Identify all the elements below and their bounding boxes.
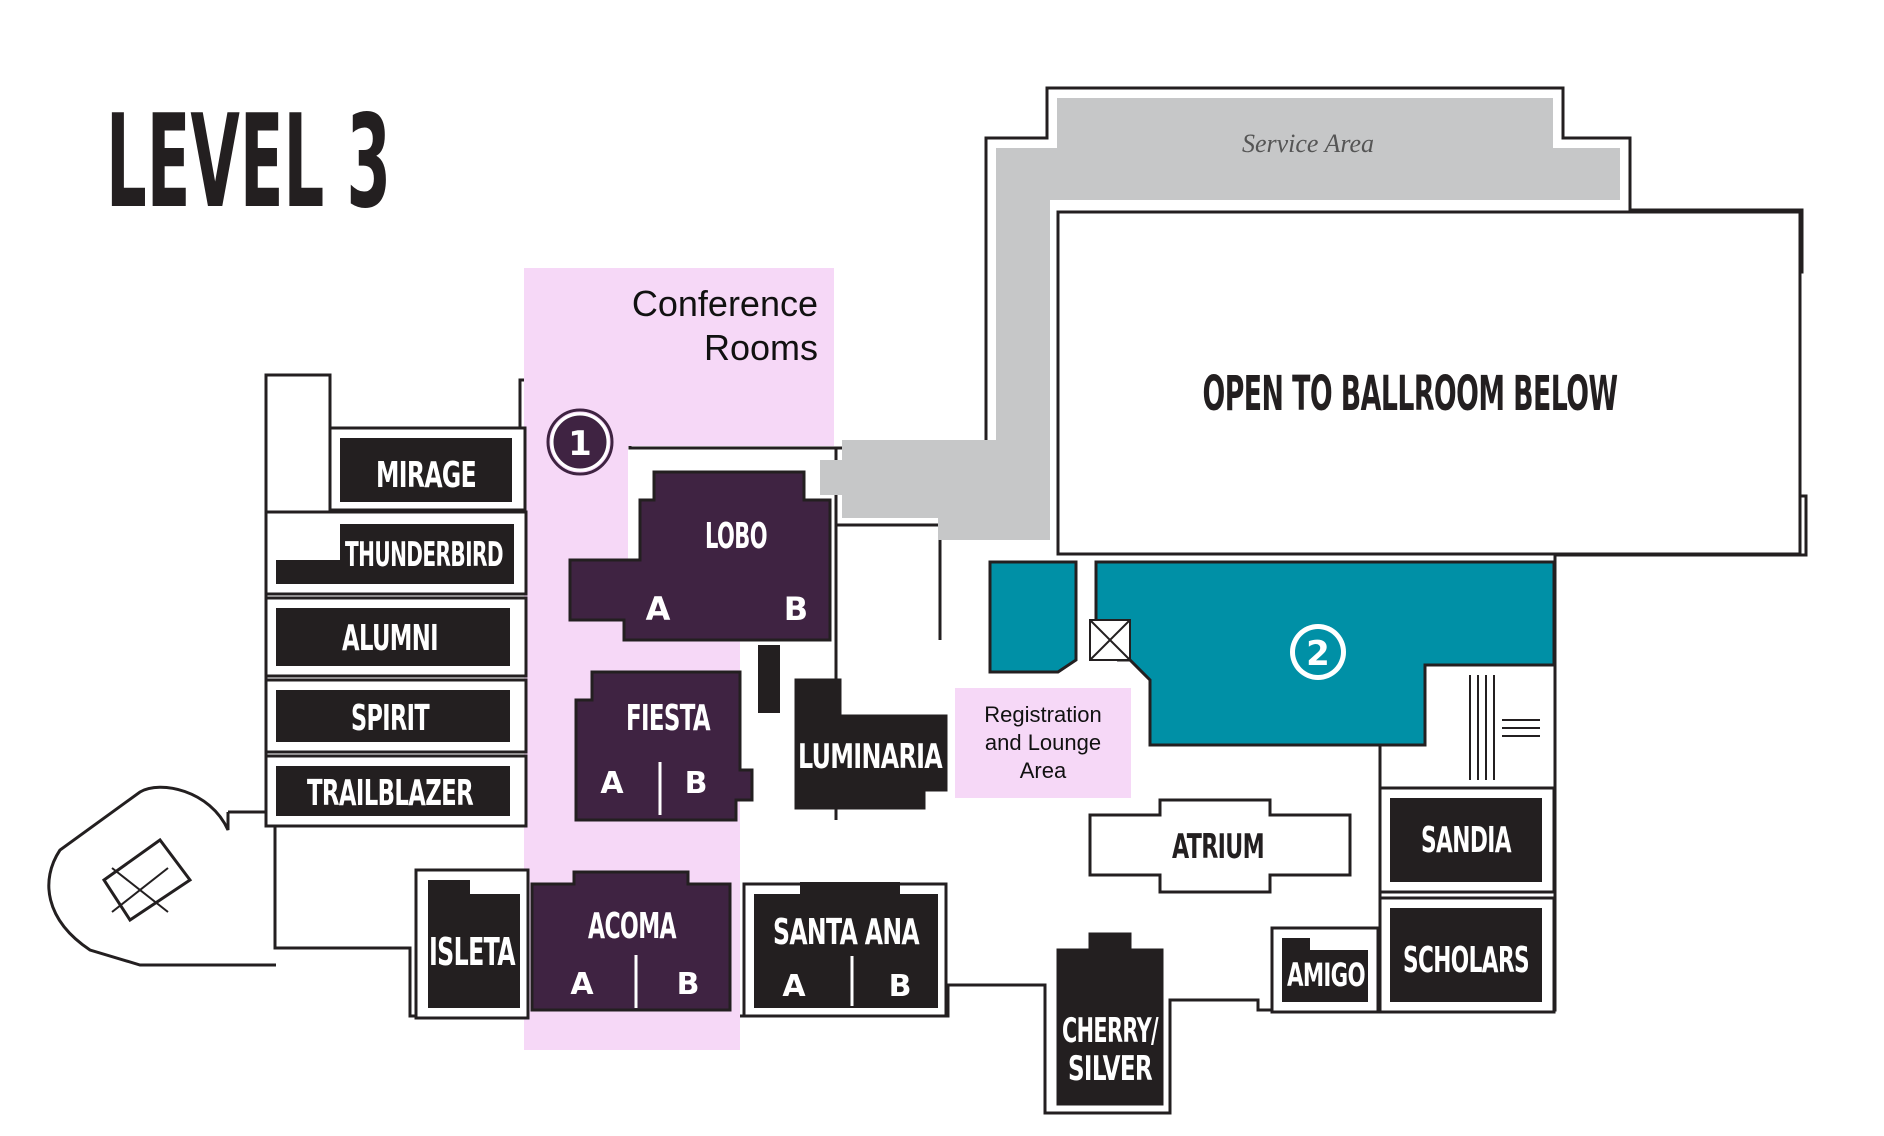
service-area: Service Area (820, 98, 1620, 540)
fiesta-room-group: FIESTA A B (574, 670, 754, 822)
acoma-room-group: ACOMA A B (530, 870, 732, 1012)
room-mirage[interactable]: MIRAGE (376, 455, 477, 496)
room-lobo-b[interactable]: B (784, 590, 808, 628)
isleta-room-group: ISLETA (414, 868, 530, 1020)
marker-2-label: 2 (1306, 634, 1330, 674)
stairs-icon (1469, 675, 1540, 780)
room-santa-ana-b[interactable]: B (889, 969, 912, 1004)
room-luminaria[interactable]: LUMINARIA (798, 737, 944, 777)
room-lobo-a[interactable]: A (646, 590, 671, 628)
room-alumni[interactable]: ALUMNI (342, 618, 439, 659)
room-fiesta[interactable]: FIESTA (626, 698, 712, 739)
sandia-room-group: SANDIA (1378, 786, 1556, 894)
room-cherry-silver-line1[interactable]: CHERRY/ (1062, 1011, 1160, 1051)
room-spirit[interactable]: SPIRIT (351, 698, 431, 739)
page-title: LEVEL 3 (106, 88, 391, 237)
marker-1-label: 1 (568, 424, 592, 464)
room-thunderbird[interactable]: THUNDERBIRD (345, 535, 504, 575)
room-isleta[interactable]: ISLETA (429, 930, 517, 974)
santa-ana-room-group: SANTA ANA A B (742, 882, 948, 1018)
conference-label-line2: Rooms (704, 327, 818, 368)
room-acoma-b[interactable]: B (677, 967, 700, 1002)
room-acoma-a[interactable]: A (570, 967, 594, 1002)
room-trailblazer[interactable]: TRAILBLAZER (307, 773, 474, 814)
ballroom-area: OPEN TO BALLROOM BELOW (1056, 210, 1802, 556)
cherry-silver-room-group: CHERRY/ SILVER (1056, 932, 1164, 1106)
service-area-label: Service Area (1242, 129, 1374, 158)
atrium-label: ATRIUM (1172, 827, 1264, 867)
west-rooms: MIRAGE THUNDERBIRD ALUMNI SPIRIT TRAILBL… (264, 426, 528, 828)
luminaria-room-group: LUMINARIA (794, 678, 948, 810)
registration-zone: Registration and Lounge Area (955, 688, 1131, 798)
scholars-room-group: SCHOLARS (1378, 896, 1556, 1014)
registration-label-line2: and Lounge (985, 730, 1101, 755)
spiral-stair-icon (47, 785, 276, 967)
room-cherry-silver-line2[interactable]: SILVER (1068, 1049, 1154, 1089)
room-fiesta-b[interactable]: B (685, 766, 708, 801)
marker-2: 2 (1290, 624, 1346, 680)
room-scholars[interactable]: SCHOLARS (1403, 940, 1530, 981)
room-acoma[interactable]: ACOMA (588, 906, 678, 947)
lobo-room-group: LOBO A B (568, 470, 832, 713)
room-amigo[interactable]: AMIGO (1287, 956, 1366, 994)
room-lobo[interactable]: LOBO (705, 516, 768, 557)
marker-1: 1 (546, 408, 614, 476)
room-santa-ana-a[interactable]: A (782, 969, 806, 1004)
amigo-room-group: AMIGO (1270, 926, 1380, 1014)
ballroom-label: OPEN TO BALLROOM BELOW (1203, 366, 1618, 422)
room-fiesta-a[interactable]: A (600, 766, 624, 801)
room-sandia[interactable]: SANDIA (1421, 820, 1513, 861)
registration-label-line1: Registration (984, 702, 1101, 727)
room-santa-ana[interactable]: SANTA ANA (773, 912, 921, 953)
conference-label-line1: Conference (632, 283, 818, 324)
atrium: ATRIUM (1088, 798, 1352, 894)
registration-label-line3: Area (1020, 758, 1067, 783)
